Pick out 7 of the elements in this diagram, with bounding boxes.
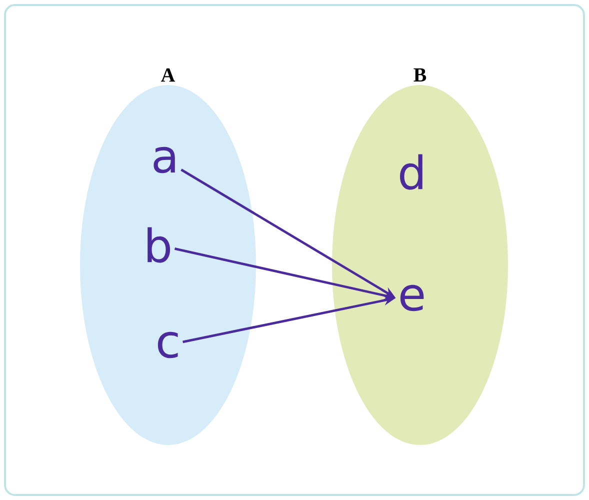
- node-label: B: [414, 68, 426, 82]
- element-label: d: [400, 154, 422, 190]
- element-label: c: [158, 332, 178, 358]
- element-label: e: [400, 284, 424, 312]
- element-label: b: [148, 227, 170, 263]
- element-label: a: [154, 146, 175, 174]
- node-label: A: [161, 68, 176, 82]
